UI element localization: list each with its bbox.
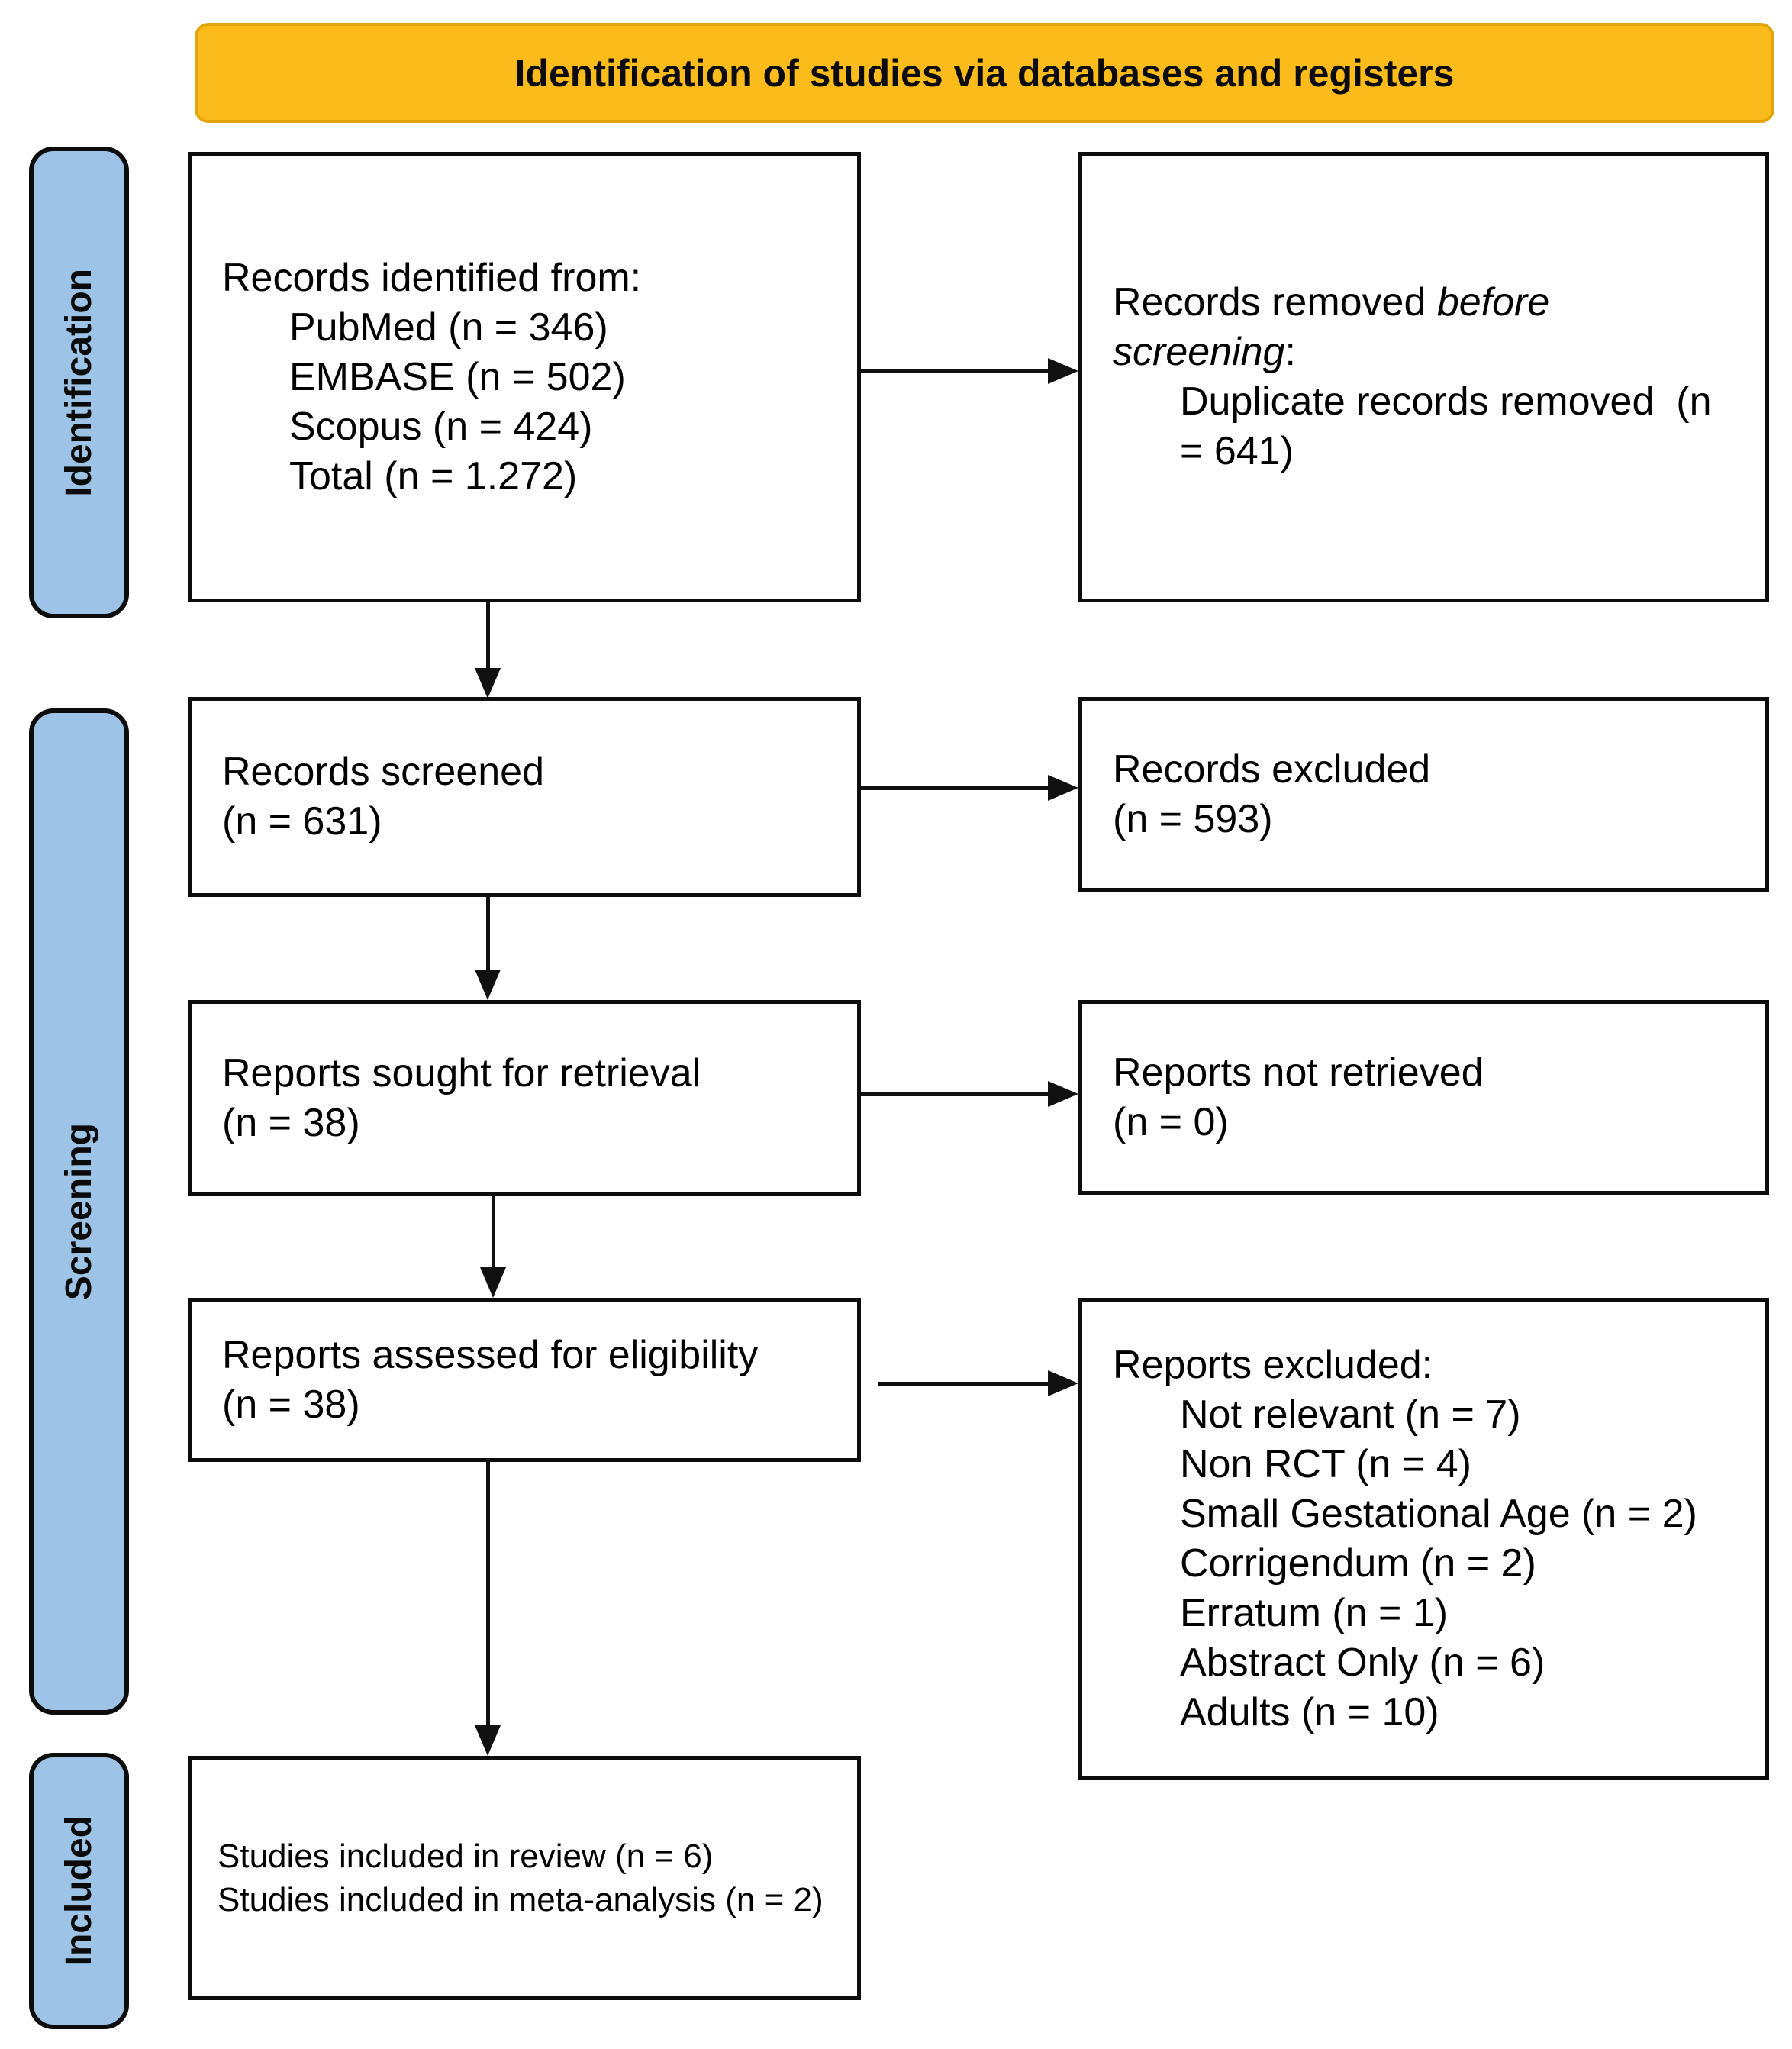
arrow-line	[486, 897, 490, 973]
stage-label-identification: Identification	[29, 147, 129, 618]
records-removed-line1-normal: Records removed	[1113, 280, 1437, 324]
reports-assessed-count: (n = 38)	[222, 1382, 360, 1427]
box-reports-assessed: Reports assessed for eligibility (n = 38…	[188, 1298, 861, 1462]
box-reports-sought: Reports sought for retrieval (n = 38)	[188, 1000, 861, 1196]
arrow-down-icon	[480, 1267, 506, 1298]
box-records-removed: Records removed before screening: Duplic…	[1078, 152, 1769, 602]
stage-label-screening-text: Screening	[59, 1122, 99, 1301]
reports-sought-count: (n = 38)	[222, 1100, 360, 1145]
records-removed-line2-colon: :	[1284, 330, 1296, 374]
reports-not-retrieved-line: Reports not retrieved	[1113, 1050, 1484, 1095]
box-reports-not-retrieved: Reports not retrieved (n = 0)	[1078, 1000, 1769, 1195]
arrow-right-icon	[1048, 358, 1078, 384]
stage-label-identification-text: Identification	[59, 268, 99, 497]
box-records-screened: Records screened (n = 631)	[188, 697, 861, 897]
arrow-down-icon	[475, 1725, 501, 1756]
records-screened-line: Records screened	[222, 750, 544, 794]
records-identified-intro: Records identified from:	[222, 255, 642, 300]
box-records-excluded: Records excluded (n = 593)	[1078, 697, 1769, 892]
reports-excluded-item: Small Gestational Age (n = 2)	[1180, 1492, 1697, 1536]
header-banner: Identification of studies via databases …	[195, 23, 1774, 123]
stage-label-included-text: Included	[59, 1815, 99, 1967]
records-removed-item: Duplicate records removed (n = 641)	[1180, 379, 1723, 473]
arrow-line	[861, 1092, 1051, 1096]
reports-excluded-item: Corrigendum (n = 2)	[1180, 1541, 1536, 1586]
stage-label-included: Included	[29, 1753, 129, 2029]
reports-excluded-item: Erratum (n = 1)	[1180, 1591, 1449, 1635]
records-excluded-count: (n = 593)	[1113, 796, 1273, 841]
reports-not-retrieved-count: (n = 0)	[1113, 1099, 1229, 1144]
records-identified-item: PubMed (n = 346)	[289, 305, 608, 350]
records-removed-line2-italic: screening	[1113, 330, 1285, 374]
records-identified-item: Scopus (n = 424)	[289, 404, 593, 449]
arrow-down-icon	[475, 970, 501, 1000]
header-title: Identification of studies via databases …	[514, 51, 1455, 95]
arrow-line	[486, 1462, 490, 1728]
records-removed-line1: Records removed before	[1113, 278, 1723, 328]
reports-excluded-item: Not relevant (n = 7)	[1180, 1392, 1521, 1437]
records-removed-line2: screening:	[1113, 328, 1723, 377]
records-identified-item: Total (n = 1.272)	[289, 453, 578, 499]
arrow-right-icon	[1048, 1081, 1078, 1107]
reports-assessed-line: Reports assessed for eligibility	[222, 1332, 759, 1377]
arrow-right-icon	[1048, 775, 1078, 801]
box-reports-excluded: Reports excluded: Not relevant (n = 7) N…	[1078, 1298, 1769, 1780]
studies-included-meta: Studies included in meta-analysis (n = 2…	[218, 1881, 823, 1918]
records-removed-line1-italic: before	[1436, 280, 1550, 324]
arrow-line	[861, 369, 1051, 373]
arrow-line	[492, 1196, 495, 1270]
arrow-line	[486, 602, 490, 671]
reports-excluded-item: Non RCT (n = 4)	[1180, 1442, 1471, 1486]
records-screened-count: (n = 631)	[222, 799, 382, 844]
arrow-line	[878, 1382, 1051, 1386]
records-excluded-line: Records excluded	[1113, 747, 1431, 792]
arrow-down-icon	[475, 668, 501, 699]
stage-label-screening: Screening	[29, 708, 129, 1715]
reports-sought-line: Reports sought for retrieval	[222, 1050, 701, 1095]
studies-included-review: Studies included in review (n = 6)	[218, 1838, 714, 1875]
box-studies-included: Studies included in review (n = 6) Studi…	[188, 1756, 861, 2000]
records-identified-item: EMBASE (n = 502)	[289, 354, 626, 399]
reports-excluded-item: Abstract Only (n = 6)	[1180, 1641, 1545, 1685]
reports-excluded-item: Adults (n = 10)	[1180, 1690, 1439, 1734]
arrow-line	[861, 786, 1051, 790]
box-records-identified: Records identified from: PubMed (n = 346…	[188, 152, 861, 602]
arrow-right-icon	[1048, 1370, 1078, 1396]
reports-excluded-intro: Reports excluded:	[1113, 1343, 1433, 1387]
